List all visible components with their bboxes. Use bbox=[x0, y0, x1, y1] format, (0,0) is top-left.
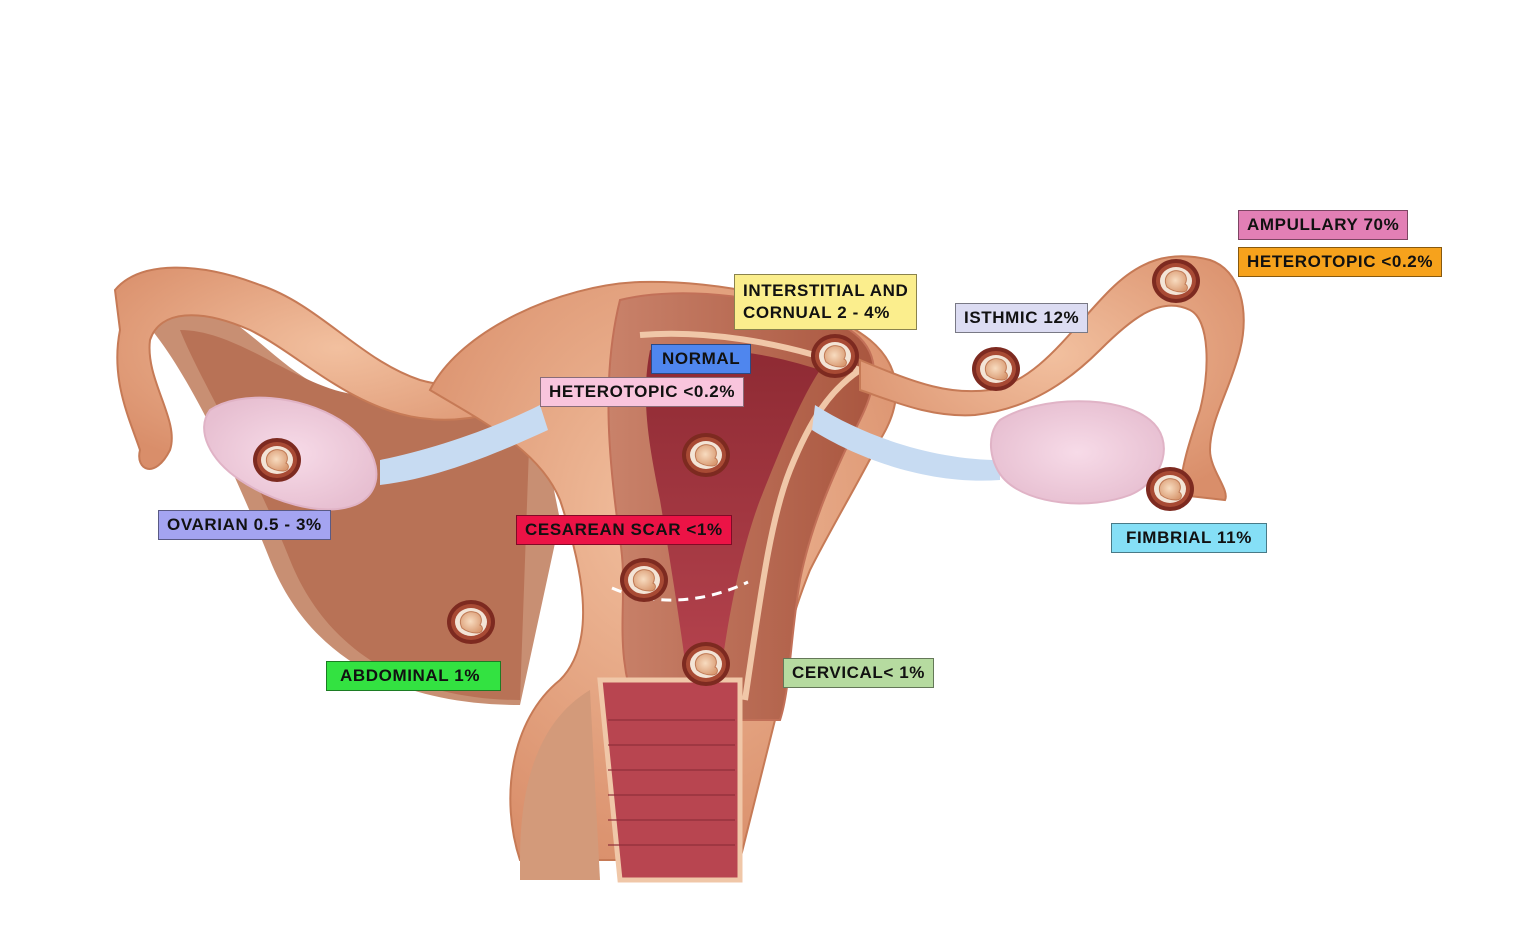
embryo-cervical-icon bbox=[681, 641, 731, 687]
label-interstitial-cornual: INTERSTITIAL AND CORNUAL 2 - 4% bbox=[734, 274, 918, 330]
label-isthmic: ISTHMIC 12% bbox=[955, 303, 1089, 333]
label-abdominal: ABDOMINAL 1% bbox=[326, 661, 502, 691]
embryo-interstitial-icon bbox=[810, 333, 860, 379]
label-normal: NORMAL bbox=[651, 344, 752, 374]
embryo-abdominal-icon bbox=[446, 599, 496, 645]
label-cesarean-scar: CESAREAN SCAR <1% bbox=[516, 515, 732, 545]
embryo-isthmic-icon bbox=[971, 346, 1021, 392]
label-heterotopic-uterus: HETEROTOPIC <0.2% bbox=[540, 377, 745, 407]
label-cervical: CERVICAL< 1% bbox=[783, 658, 935, 688]
embryo-cesarean-icon bbox=[619, 557, 669, 603]
label-ovarian: OVARIAN 0.5 - 3% bbox=[158, 510, 331, 540]
label-ampullary: AMPULLARY 70% bbox=[1238, 210, 1409, 240]
embryo-normal-icon bbox=[681, 432, 731, 478]
label-fimbrial: FIMBRIAL 11% bbox=[1111, 523, 1267, 553]
embryo-fimbrial-icon bbox=[1145, 466, 1195, 512]
embryo-ampullary-icon bbox=[1151, 258, 1201, 304]
embryo-ovarian-icon bbox=[252, 437, 302, 483]
label-heterotopic-tube: HETEROTOPIC <0.2% bbox=[1238, 247, 1443, 277]
